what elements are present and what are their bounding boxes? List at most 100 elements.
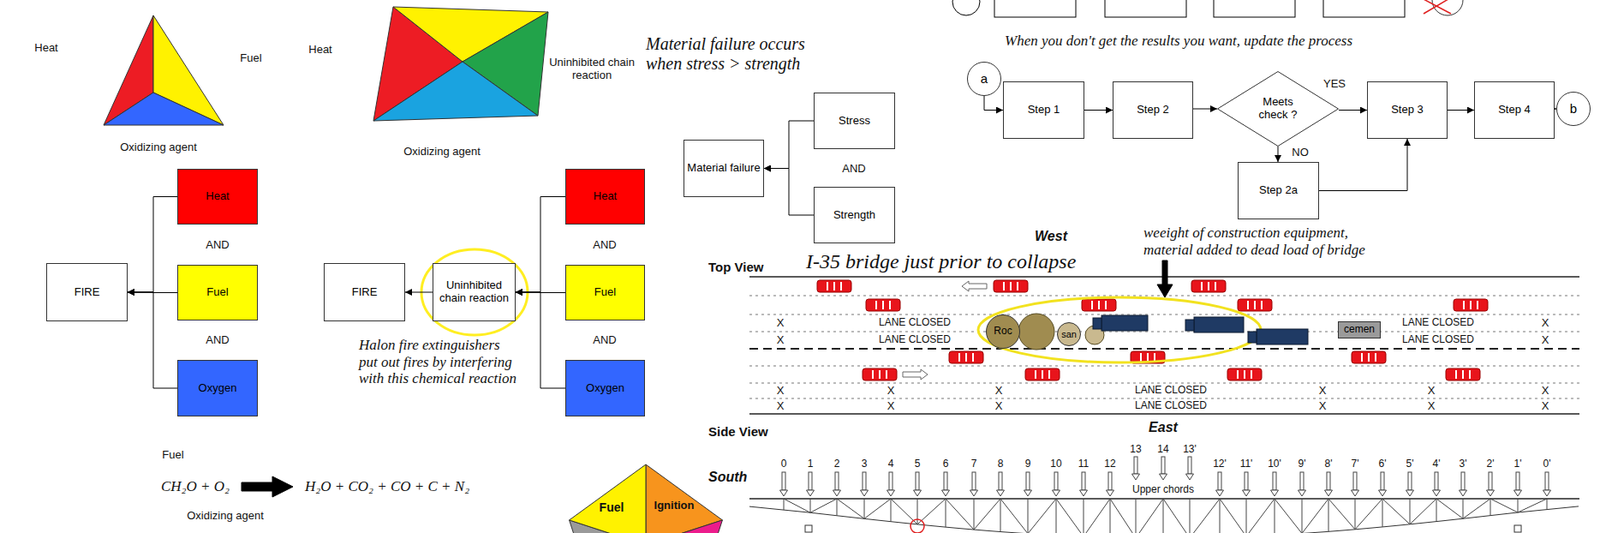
label-text: AND — [592, 334, 616, 347]
truck-cab — [1185, 319, 1195, 331]
car-stripe — [1016, 281, 1019, 291]
load-arrow-head — [1186, 473, 1195, 480]
truss-diagonal — [973, 498, 1001, 530]
rock-pile — [1018, 313, 1055, 350]
label-text: X — [1541, 384, 1550, 398]
handwritten-note: Halon fire extinguishers put out fires b… — [358, 336, 518, 388]
truss-vertical — [810, 498, 812, 513]
direction-arrow — [902, 369, 928, 380]
load-arrow — [808, 471, 812, 490]
load-arrow-head — [1406, 489, 1415, 496]
label-text: Side View — [708, 423, 769, 439]
factor-box: Fuel — [177, 264, 258, 321]
car-stripe — [1207, 281, 1210, 291]
lower-chord — [749, 506, 1579, 533]
label-text: X — [776, 334, 785, 347]
truss-vertical — [1083, 498, 1085, 533]
truss-diagonal — [1027, 498, 1057, 533]
truss-vertical — [1056, 498, 1057, 533]
load-arrow-head — [1432, 489, 1441, 496]
load-arrow-head — [780, 489, 789, 496]
truss-vertical — [1409, 498, 1411, 525]
factor-box: Oxygen — [565, 359, 645, 417]
car-stripe — [1250, 370, 1253, 379]
truck-cab — [1247, 331, 1257, 343]
truss-vertical — [1110, 498, 1111, 533]
wedge — [645, 519, 723, 533]
truss-diagonal — [1436, 498, 1463, 519]
diamond-shape — [1217, 71, 1339, 147]
car — [949, 351, 984, 364]
panel-number: 6 — [943, 458, 950, 471]
load-arrow — [835, 471, 839, 490]
truck-cab — [1092, 317, 1102, 329]
label-text: X — [995, 384, 1003, 398]
truss-diagonal — [1083, 498, 1111, 533]
deck-line — [749, 497, 1580, 500]
load-arrow — [782, 471, 786, 490]
truss-vertical — [1546, 498, 1548, 510]
car-stripe — [1253, 300, 1256, 310]
truss-diagonal — [1355, 498, 1383, 530]
load-arrow-head — [1216, 489, 1224, 496]
label-text: LANE CLOSED — [1402, 334, 1475, 347]
car-stripe — [882, 300, 884, 310]
car-stripe — [965, 352, 968, 362]
panel-number: 5' — [1406, 458, 1415, 471]
truss-vertical — [1000, 498, 1002, 532]
car — [1191, 280, 1226, 293]
car — [1453, 298, 1488, 311]
panel-number: 0 — [781, 458, 788, 471]
truss-diagonal — [1189, 498, 1220, 533]
panel-number: 6' — [1379, 458, 1387, 471]
load-arrow — [1054, 471, 1058, 490]
oxygen-face — [373, 61, 538, 121]
load-arrow — [1081, 471, 1086, 490]
node-text: a — [980, 71, 988, 86]
label-text: Fuel — [239, 52, 262, 66]
node-text: Step 4 — [1498, 103, 1531, 117]
car-stripe — [885, 370, 888, 379]
load-arrow-head — [1351, 489, 1360, 496]
car — [862, 368, 897, 381]
connector — [764, 120, 814, 169]
car-stripe — [1200, 281, 1203, 291]
truck — [1256, 328, 1308, 345]
car-stripe — [1374, 352, 1377, 362]
car-stripe — [1469, 300, 1472, 310]
panel-number: 0' — [1543, 458, 1552, 471]
car — [865, 298, 901, 311]
reaction-arrow — [241, 476, 293, 497]
load-arrow-head — [833, 489, 842, 496]
load-arrow — [1353, 471, 1357, 490]
load-arrow — [1408, 471, 1412, 490]
car-stripe — [1236, 370, 1239, 379]
rock-pile: Roc — [985, 314, 1021, 349]
label-text: Ignition — [654, 499, 695, 513]
load-arrow-head — [942, 489, 950, 496]
truss-diagonal — [1328, 498, 1356, 530]
process-box: Step 2 — [1112, 81, 1194, 139]
panel-number: 7' — [1351, 458, 1360, 471]
panel-number: 9' — [1298, 458, 1307, 471]
load-arrow — [1157, 260, 1173, 298]
label-text: Heat — [34, 41, 58, 55]
car-stripe — [1247, 300, 1249, 310]
connector — [1277, 146, 1279, 162]
factor-box: Stress — [813, 92, 896, 150]
handwritten-note: CH₂O + O₂ — [161, 477, 230, 496]
panel-number: 8 — [997, 458, 1004, 471]
highlight-ellipse — [421, 249, 528, 335]
truss-diagonal — [1219, 498, 1247, 533]
factor-box: Heat — [177, 168, 258, 225]
truss-vertical — [1219, 498, 1221, 533]
car-stripe — [972, 352, 974, 362]
connector — [1084, 109, 1113, 111]
node-text: Heat — [593, 190, 617, 203]
load-arrow-head — [1052, 489, 1061, 496]
connector — [1447, 109, 1475, 111]
truck — [1194, 316, 1244, 333]
node-text: Fuel — [206, 286, 228, 299]
direction-arrow — [961, 280, 987, 292]
label-text: X — [1541, 334, 1550, 347]
